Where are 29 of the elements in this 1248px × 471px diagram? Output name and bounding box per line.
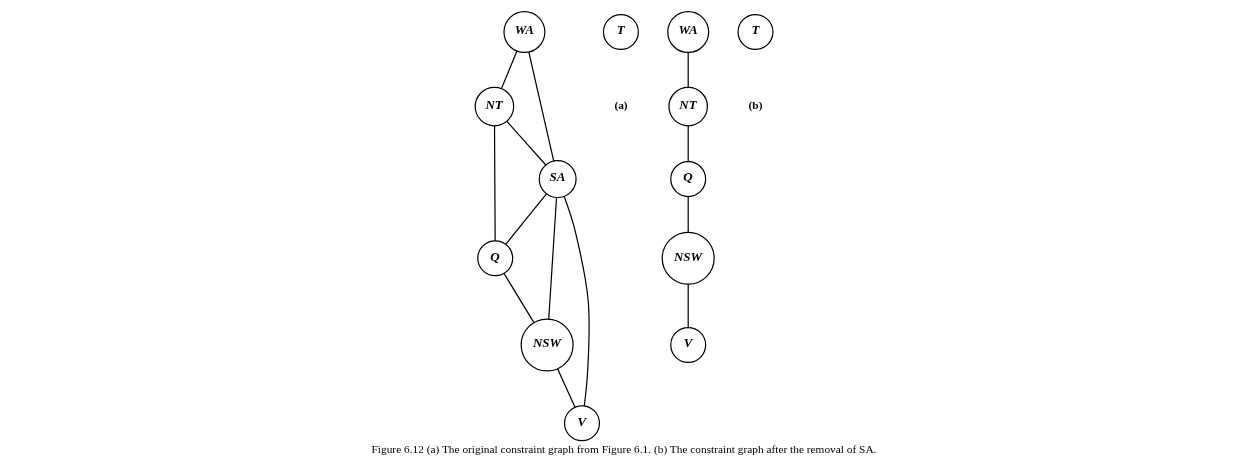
node-circle: NSW [520, 318, 574, 372]
connector [557, 368, 576, 408]
node-circle: NT [668, 86, 709, 127]
node-circle: Q [670, 161, 707, 198]
node-circle: WA [503, 10, 546, 54]
node-circle: NSW [661, 231, 715, 285]
connector [548, 196, 558, 320]
connector [563, 195, 590, 407]
node-circle: T [602, 14, 639, 51]
node-circle: V [670, 326, 707, 364]
label: (b) [748, 98, 763, 111]
node-circle: V [563, 405, 601, 442]
connector [505, 193, 548, 245]
connector [500, 50, 518, 89]
connector [528, 51, 555, 162]
caption: Figure 6.12 (a) The original constraint graph from Figure 6.1. (b) The constraint graph after the removal of SA. [371, 443, 877, 456]
connector [506, 120, 547, 166]
node-circle: Q [477, 240, 514, 277]
label: (a) [614, 98, 628, 111]
node-circle: NT [474, 86, 515, 127]
connector [687, 283, 689, 329]
connector [687, 125, 689, 163]
connector [687, 52, 689, 88]
connector [493, 125, 496, 242]
node-circle: T [737, 14, 774, 51]
node-circle: WA [667, 10, 710, 54]
connector [687, 196, 689, 233]
connector [503, 272, 535, 323]
node-circle: SA [538, 160, 577, 199]
